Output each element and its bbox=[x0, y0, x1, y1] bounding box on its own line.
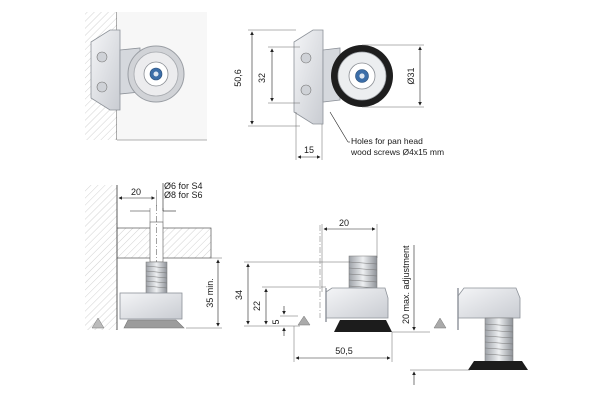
dim-34-label: 34 bbox=[234, 290, 244, 300]
screw-hole bbox=[96, 81, 108, 93]
black-foot-pad bbox=[334, 320, 392, 332]
dim-22-label: 22 bbox=[252, 301, 262, 311]
holes-note-line1: Holes for pan head bbox=[351, 136, 423, 146]
dim-15-label: 15 bbox=[304, 145, 314, 155]
floor-marker bbox=[297, 315, 311, 326]
bracket-body bbox=[119, 292, 183, 320]
wall-marker bbox=[91, 317, 105, 329]
screw-hole bbox=[96, 51, 108, 63]
bracket-body bbox=[457, 287, 521, 319]
bolt-s6-label: Ø8 for S6 bbox=[164, 190, 203, 200]
view-top-wall-mount bbox=[85, 12, 207, 141]
dim-32-label: 32 bbox=[257, 73, 267, 83]
view-section-wall: 20 Ø6 for S4 Ø8 for S6 35 min. bbox=[85, 181, 222, 330]
holes-note-line2: wood screws Ø4x15 mm bbox=[350, 147, 444, 157]
dim-diameter-31-label: Ø31 bbox=[406, 67, 416, 84]
mounting-plate bbox=[293, 29, 324, 125]
screw-hole bbox=[300, 84, 312, 96]
dim-5-label: 5 bbox=[271, 319, 281, 324]
dim-35-min-label: 35 min. bbox=[205, 278, 215, 308]
threaded-spindle bbox=[145, 261, 168, 295]
dim-50-6-label: 50,6 bbox=[233, 69, 243, 87]
view-top-dimensioned: 50,6 32 Ø31 15 Holes for pan head wood s… bbox=[233, 29, 444, 160]
max-adjustment-label: 20 max. adjustment bbox=[401, 245, 411, 324]
view-side-assembled: 20 34 22 5 50,5 bbox=[234, 218, 393, 362]
threaded-spindle bbox=[484, 317, 514, 363]
cabinet-bottom-section bbox=[116, 227, 212, 259]
dim-50-5-label: 50,5 bbox=[335, 346, 353, 356]
mounting-plate bbox=[90, 29, 121, 111]
screw-hole bbox=[300, 52, 312, 64]
dim-20-width-label: 20 bbox=[339, 218, 349, 228]
black-foot-pad bbox=[468, 361, 528, 370]
view-side-extended: 20 max. adjustment bbox=[392, 245, 528, 385]
dim-20-label: 20 bbox=[131, 187, 141, 197]
floor-marker bbox=[433, 317, 447, 329]
grey-foot-pad bbox=[123, 319, 185, 329]
bolt-s4-label: Ø6 for S4 bbox=[164, 181, 203, 191]
bracket-body bbox=[325, 287, 389, 319]
wall-hatching bbox=[85, 185, 117, 330]
